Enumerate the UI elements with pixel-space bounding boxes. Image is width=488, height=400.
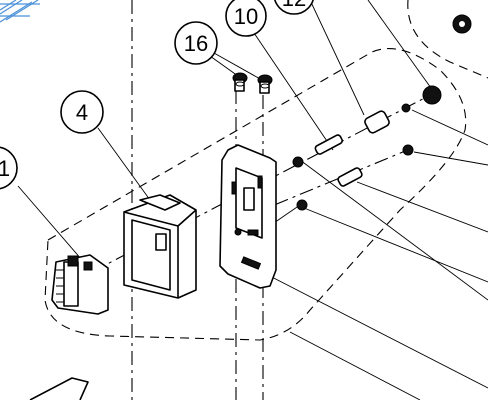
blue-hatch-corner xyxy=(0,0,40,23)
callout-4: 4 xyxy=(60,90,104,134)
assembly-boundary xyxy=(44,48,467,341)
callout-1-label: 1 xyxy=(0,156,10,181)
callout-4-label: 4 xyxy=(76,100,88,125)
leader-lines xyxy=(17,0,488,400)
callout-1: 1 xyxy=(0,146,18,190)
connector-part-1 xyxy=(51,254,109,315)
pin-part-10 xyxy=(314,134,343,155)
callout-10: 10 xyxy=(225,0,267,37)
callout-12-label: 12 xyxy=(282,0,306,11)
screw-pair xyxy=(232,72,273,94)
bracket-plate xyxy=(219,144,277,289)
callout-10-label: 10 xyxy=(234,4,258,29)
knob-part xyxy=(422,85,442,105)
screw-right xyxy=(257,74,273,94)
spring-part xyxy=(337,167,363,187)
top-right-round-part xyxy=(407,0,488,79)
screw-left xyxy=(232,72,248,92)
housing-box-part-4 xyxy=(123,194,197,299)
small-hardware xyxy=(292,85,442,211)
callout-16: 16 xyxy=(174,21,218,65)
callout-16-label: 16 xyxy=(184,31,208,56)
callout-12: 12 xyxy=(274,0,314,15)
sleeve-part-12 xyxy=(364,110,390,134)
bottom-left-part xyxy=(29,377,89,400)
